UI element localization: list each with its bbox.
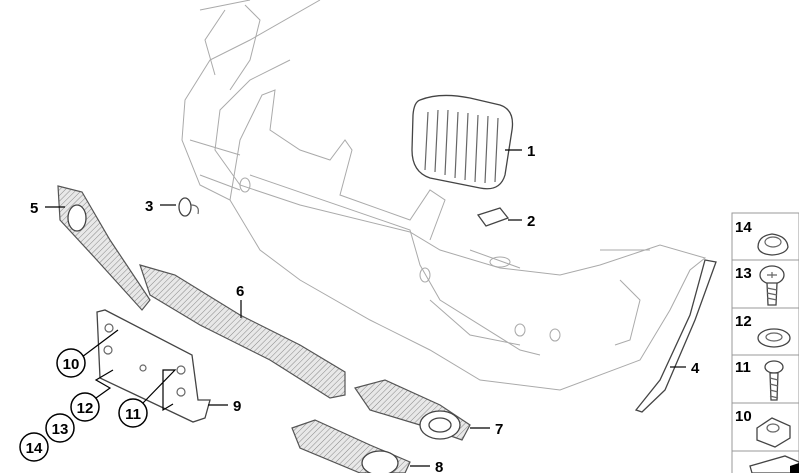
square-nut-icon — [756, 417, 791, 448]
washer-icon — [757, 328, 791, 348]
hardware-label-10: 10 — [735, 408, 752, 425]
hardware-label-11: 11 — [735, 359, 751, 376]
hardware-label-13: 13 — [735, 265, 752, 282]
lower-grille — [139, 264, 346, 399]
hardware-panel: 14 13 12 11 10 — [731, 212, 799, 473]
callout-12: 12 — [77, 400, 94, 417]
screw-icon — [764, 360, 784, 401]
clip — [178, 197, 199, 217]
right-fog-trim — [354, 379, 471, 441]
bracket-icon — [749, 455, 799, 473]
hardware-label-12: 12 — [735, 313, 752, 330]
callout-5: 5 — [30, 200, 38, 217]
license-plate-bracket — [96, 309, 211, 423]
tow-hook-cover — [476, 207, 510, 227]
side-trim-strip — [634, 259, 717, 413]
leader-lines — [45, 149, 686, 467]
callout-6: 6 — [236, 283, 244, 300]
callout-1: 1 — [527, 143, 535, 160]
callout-14: 14 — [26, 440, 43, 457]
front-bumper — [181, 0, 707, 391]
callout-3: 3 — [145, 198, 153, 215]
callout-7: 7 — [495, 421, 503, 438]
hardware-label-14: 14 — [735, 219, 752, 236]
kidney-grille — [411, 94, 514, 190]
callout-4: 4 — [691, 360, 700, 377]
screw-icon — [759, 265, 785, 306]
callout-2: 2 — [527, 213, 535, 230]
fog-trim-lower — [291, 419, 411, 473]
callout-10: 10 — [63, 356, 80, 373]
cap-nut-icon — [757, 233, 789, 256]
callout-9: 9 — [233, 398, 241, 415]
callout-11: 11 — [125, 406, 141, 423]
callout-8: 8 — [435, 459, 443, 473]
left-fog-trim — [57, 185, 151, 311]
callout-13: 13 — [52, 421, 69, 438]
